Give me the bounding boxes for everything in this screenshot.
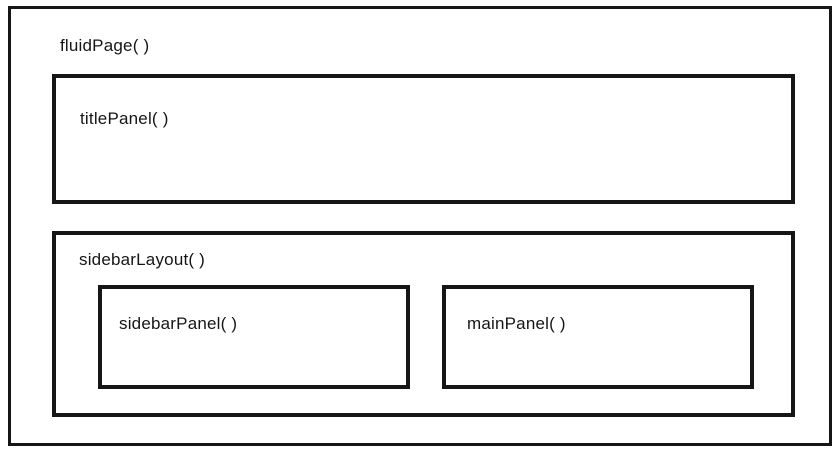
titlepanel-box: titlePanel( ) [52,74,795,204]
mainpanel-box: mainPanel( ) [442,285,754,389]
titlepanel-label: titlePanel( ) [80,109,169,128]
sidebarpanel-label: sidebarPanel( ) [119,314,238,333]
fluidpage-label: fluidPage( ) [60,36,150,55]
sidebarlayout-box: sidebarLayout( ) sidebarPanel( ) mainPan… [52,231,795,417]
sidebarpanel-box: sidebarPanel( ) [98,285,410,389]
mainpanel-label: mainPanel( ) [467,314,566,333]
sidebarlayout-label: sidebarLayout( ) [79,250,206,269]
fluidpage-box: fluidPage( ) titlePanel( ) sidebarLayout… [8,6,832,446]
